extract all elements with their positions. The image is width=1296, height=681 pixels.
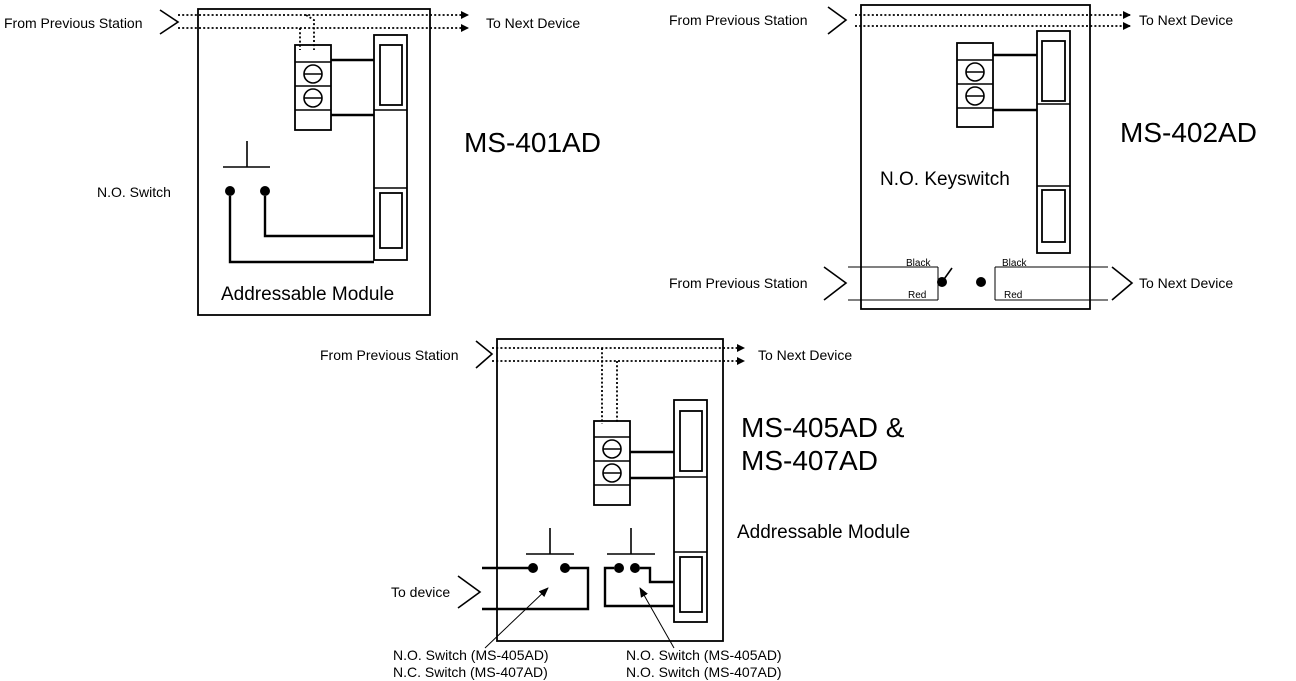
terminal-block bbox=[956, 42, 994, 128]
wire-black-label: Black bbox=[906, 258, 931, 269]
diagram-ms-405ad-407ad: From Previous Station To Next Device MS bbox=[320, 338, 910, 680]
left-switch-callout bbox=[484, 587, 549, 649]
left-switch-label-1: N.O. Switch (MS-405AD) bbox=[393, 647, 549, 663]
left-switch-label-2: N.C. Switch (MS-407AD) bbox=[393, 664, 548, 680]
no-switch-icon bbox=[223, 141, 270, 196]
input-chevron-icon bbox=[823, 266, 848, 301]
module-connector bbox=[1036, 30, 1071, 254]
wire-red-label: Red bbox=[1004, 290, 1022, 301]
diagram-ms-402ad: From Previous Station To Next Device MS-… bbox=[669, 4, 1257, 310]
output-chevron-icon bbox=[1111, 266, 1134, 301]
module-connector bbox=[373, 34, 408, 261]
to-next-device-label: To Next Device bbox=[758, 347, 852, 363]
wire-black-label: Black bbox=[1002, 258, 1027, 269]
input-chevron-icon bbox=[475, 340, 494, 369]
switch-wire bbox=[640, 566, 674, 584]
input-chevron-icon bbox=[827, 6, 848, 35]
wire-red-label: Red bbox=[908, 290, 926, 301]
to-next-device-label: To Next Device bbox=[486, 15, 580, 31]
module-enclosure bbox=[197, 8, 431, 316]
module-connector bbox=[673, 399, 708, 623]
diagram-ms-401ad: From Previous Station To Next Device bbox=[4, 8, 601, 316]
right-switch-label-2: N.O. Switch (MS-407AD) bbox=[626, 664, 782, 680]
switch-wire bbox=[603, 566, 674, 608]
switch-wire bbox=[263, 196, 374, 238]
left-switch-icon bbox=[526, 528, 574, 573]
keyswitch-label: N.O. Keyswitch bbox=[880, 169, 1010, 190]
right-switch-icon bbox=[607, 528, 655, 573]
to-next-device-label: To Next Device bbox=[1139, 12, 1233, 28]
model-label: MS-402AD bbox=[1120, 117, 1257, 148]
right-switch-callout bbox=[639, 587, 675, 649]
terminal-block bbox=[593, 420, 631, 506]
loop-wiring bbox=[178, 11, 469, 50]
switch-wire bbox=[228, 196, 374, 264]
from-previous-station-label-2: From Previous Station bbox=[669, 275, 808, 291]
to-device-chevron-icon bbox=[457, 575, 482, 609]
right-switch-label-1: N.O. Switch (MS-405AD) bbox=[626, 647, 782, 663]
terminal-block bbox=[294, 44, 332, 131]
addressable-module-label: Addressable Module bbox=[221, 284, 394, 305]
to-device-label: To device bbox=[391, 584, 450, 600]
from-previous-station-label: From Previous Station bbox=[4, 15, 143, 31]
to-next-device-label-2: To Next Device bbox=[1139, 275, 1233, 291]
keyswitch-icon bbox=[937, 267, 986, 287]
from-previous-station-label: From Previous Station bbox=[669, 12, 808, 28]
input-chevron-icon bbox=[159, 9, 180, 35]
model-label-line2: MS-407AD bbox=[741, 445, 878, 476]
model-label-line1: MS-405AD & bbox=[741, 412, 905, 443]
switch-label: N.O. Switch bbox=[97, 184, 171, 200]
module-enclosure bbox=[496, 338, 724, 642]
module-enclosure bbox=[860, 4, 1091, 310]
from-previous-station-label: From Previous Station bbox=[320, 347, 459, 363]
addressable-module-label: Addressable Module bbox=[737, 522, 910, 543]
to-device-wire bbox=[482, 566, 590, 611]
model-label: MS-401AD bbox=[464, 127, 601, 158]
